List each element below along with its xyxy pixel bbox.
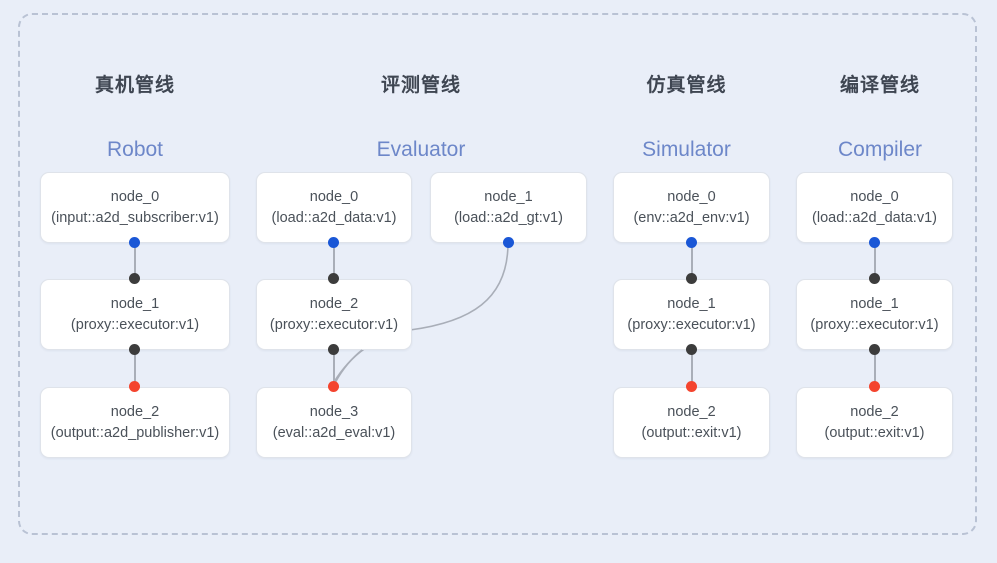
port-input-evaluator-3[interactable] (328, 381, 339, 392)
node-type: (output::a2d_publisher:v1) (50, 424, 220, 441)
port-output-simulator-0[interactable] (686, 237, 697, 248)
node-name: node_1 (110, 295, 160, 312)
port-output-robot-1[interactable] (129, 344, 140, 355)
node-compiler-2[interactable]: node_2 (output::exit:v1) (796, 387, 953, 458)
port-output-evaluator-1-gt[interactable] (503, 237, 514, 248)
node-type: (input::a2d_subscriber:v1) (51, 209, 219, 226)
node-name: node_2 (850, 403, 899, 420)
node-name: node_2 (110, 403, 160, 420)
node-evaluator-1-gt[interactable]: node_1 (load::a2d_gt:v1) (430, 172, 587, 243)
node-type: (load::a2d_data:v1) (812, 209, 937, 226)
port-input-robot-2[interactable] (129, 381, 140, 392)
node-evaluator-0[interactable]: node_0 (load::a2d_data:v1) (256, 172, 412, 243)
node-type: (eval::a2d_eval:v1) (272, 424, 396, 441)
port-output-evaluator-2[interactable] (328, 344, 339, 355)
node-simulator-0[interactable]: node_0 (env::a2d_env:v1) (613, 172, 770, 243)
node-name: node_1 (667, 295, 716, 312)
column-title-en-simulator: Simulator (642, 138, 731, 161)
port-input-compiler-2[interactable] (869, 381, 880, 392)
column-title-cn-simulator: 仿真管线 (646, 75, 727, 96)
column-title-cn-evaluator: 评测管线 (380, 75, 461, 96)
node-name: node_1 (484, 188, 533, 205)
node-type: (proxy::executor:v1) (627, 316, 756, 333)
port-output-simulator-1[interactable] (686, 344, 697, 355)
link-compiler-1-2 (874, 350, 876, 387)
link-simulator-1-2 (691, 350, 693, 387)
column-title-cn-compiler: 编译管线 (839, 75, 920, 96)
port-input-robot-1[interactable] (129, 273, 140, 284)
node-type: (env::a2d_env:v1) (633, 209, 750, 226)
node-robot-0[interactable]: node_0 (input::a2d_subscriber:v1) (40, 172, 230, 243)
port-output-evaluator-0[interactable] (328, 237, 339, 248)
link-robot-0-1 (134, 243, 136, 279)
port-output-compiler-1[interactable] (869, 344, 880, 355)
pipeline-column-evaluator: 评测管线 Evaluator (252, 13, 590, 535)
column-title-cn-robot: 真机管线 (94, 75, 175, 96)
port-output-compiler-0[interactable] (869, 237, 880, 248)
pipeline-column-compiler: 编译管线 Compiler (783, 13, 977, 535)
node-name: node_0 (850, 188, 899, 205)
node-simulator-1[interactable]: node_1 (proxy::executor:v1) (613, 279, 770, 350)
node-type: (proxy::executor:v1) (70, 316, 200, 333)
link-simulator-0-1 (691, 243, 693, 279)
node-type: (output::exit:v1) (641, 424, 742, 441)
column-title-en-robot: Robot (106, 138, 164, 161)
node-compiler-1[interactable]: node_1 (proxy::executor:v1) (796, 279, 953, 350)
node-name: node_2 (667, 403, 716, 420)
port-input-simulator-2[interactable] (686, 381, 697, 392)
node-name: node_2 (309, 295, 359, 312)
node-name: node_0 (110, 188, 160, 205)
pipeline-column-robot: 真机管线 Robot (18, 13, 252, 535)
port-output-robot-0[interactable] (129, 237, 140, 248)
column-title-en-compiler: Compiler (837, 138, 923, 161)
node-compiler-0[interactable]: node_0 (load::a2d_data:v1) (796, 172, 953, 243)
node-evaluator-3[interactable]: node_3 (eval::a2d_eval:v1) (256, 387, 412, 458)
node-type: (load::a2d_gt:v1) (454, 209, 563, 226)
node-name: node_0 (309, 188, 359, 205)
port-input-compiler-1[interactable] (869, 273, 880, 284)
port-input-evaluator-2[interactable] (328, 273, 339, 284)
node-name: node_1 (850, 295, 899, 312)
link-compiler-0-1 (874, 243, 876, 279)
pipeline-column-simulator: 仿真管线 Simulator (590, 13, 783, 535)
node-simulator-2[interactable]: node_2 (output::exit:v1) (613, 387, 770, 458)
node-robot-1[interactable]: node_1 (proxy::executor:v1) (40, 279, 230, 350)
node-type: (output::exit:v1) (824, 424, 925, 441)
port-input-simulator-1[interactable] (686, 273, 697, 284)
node-robot-2[interactable]: node_2 (output::a2d_publisher:v1) (40, 387, 230, 458)
node-name: node_3 (309, 403, 359, 420)
node-type: (proxy::executor:v1) (269, 316, 399, 333)
node-evaluator-2[interactable]: node_2 (proxy::executor:v1) (256, 279, 412, 350)
column-title-en-evaluator: Evaluator (376, 138, 466, 161)
node-name: node_0 (667, 188, 716, 205)
node-type: (load::a2d_data:v1) (271, 209, 397, 226)
link-robot-1-2 (134, 350, 136, 387)
node-type: (proxy::executor:v1) (810, 316, 939, 333)
